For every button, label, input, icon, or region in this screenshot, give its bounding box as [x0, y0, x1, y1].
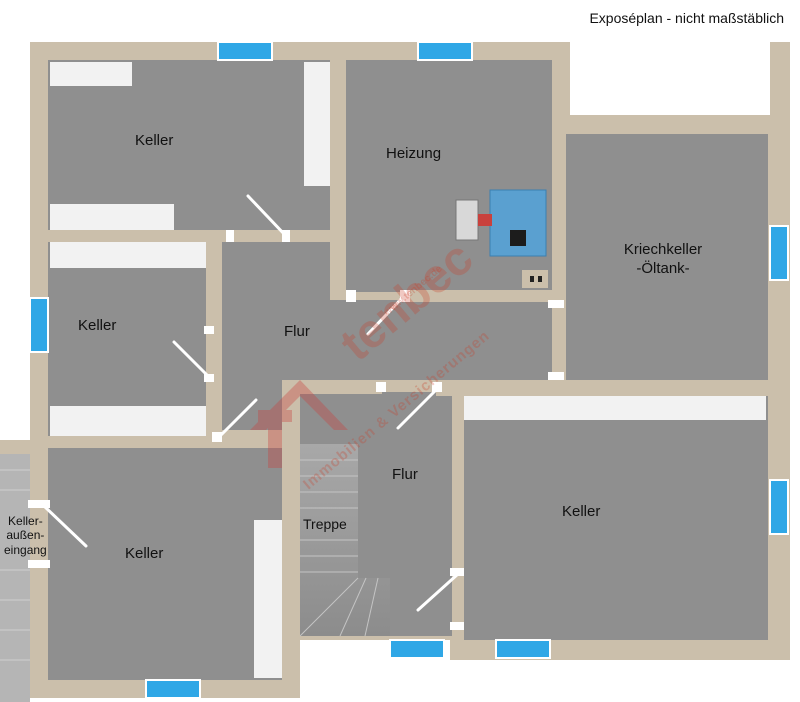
- door-frames: [28, 230, 564, 630]
- floor-keller-right: [464, 396, 768, 640]
- room-floors: [48, 60, 768, 680]
- window-keller-right: [769, 479, 789, 535]
- exterior-stairs: [0, 450, 30, 702]
- room-label-kriechkeller-line2: -Öltank-: [636, 259, 690, 277]
- room-label-kriechkeller-line1: Kriechkeller: [623, 241, 703, 258]
- aussen-line-3: eingang: [4, 542, 47, 557]
- room-label-keller-top-left: Keller: [135, 132, 174, 149]
- shelves: [50, 62, 766, 678]
- room-label-heizung: Heizung: [386, 145, 442, 162]
- window-bottom-right: [495, 639, 551, 659]
- floor-heizung: [346, 60, 552, 292]
- window-bottom-left: [145, 679, 201, 699]
- boiler: [455, 189, 548, 288]
- aussen-line-2: außen-: [6, 528, 45, 543]
- window-left: [29, 297, 49, 353]
- staircase: [299, 444, 390, 637]
- room-label-keller-bottom-left: Keller: [125, 545, 164, 562]
- doors: [42, 194, 460, 612]
- floor-keller-mid-left: [48, 242, 206, 438]
- floor-kriechkeller: [566, 134, 768, 380]
- window-top-left: [217, 41, 273, 61]
- interior-walls: [48, 42, 768, 698]
- room-label-keller-mid-left: Keller: [78, 317, 117, 334]
- room-label-kelleraussenegang: Keller- außen- eingang: [4, 514, 47, 557]
- window-kriechkeller: [769, 225, 789, 281]
- room-label-keller-right: Keller: [562, 503, 601, 520]
- floor-keller-bottom-left: [48, 448, 282, 680]
- plan-caption: Exposéplan - nicht maßstäblich: [589, 10, 784, 26]
- window-bottom-treppe: [389, 639, 445, 659]
- windows: [29, 41, 789, 699]
- floor-keller-top-left: [48, 60, 330, 230]
- room-label-flur-upper: Flur: [284, 323, 310, 340]
- room-label-treppe: Treppe: [303, 516, 347, 532]
- watermark-logo: [250, 380, 348, 468]
- room-label-kriechkeller: Kriechkeller -Öltank-: [608, 241, 718, 279]
- aussen-line-1: Keller-: [8, 514, 43, 528]
- room-label-flur-lower: Flur: [392, 466, 418, 483]
- window-top-heizung: [417, 41, 473, 61]
